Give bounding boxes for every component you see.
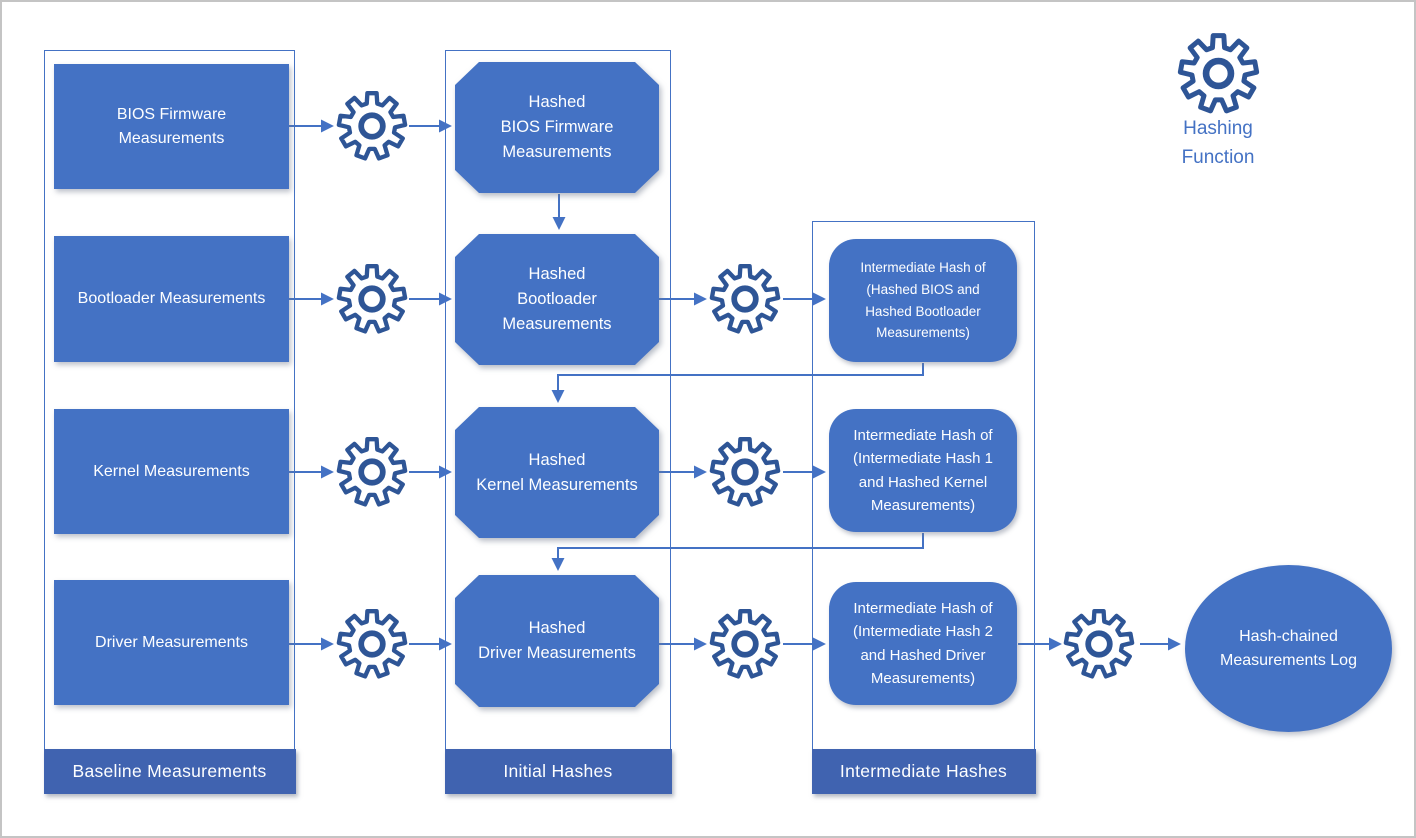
hashed-bios-firmware-label: Hashed BIOS Firmware Measurements <box>455 62 659 193</box>
hashing-function-gear-icon <box>709 437 781 507</box>
baseline-group-title: Baseline Measurements <box>43 748 296 794</box>
hashed-driver-label: Hashed Driver Measurements <box>455 575 659 707</box>
hashing-function-gear-icon <box>336 609 408 679</box>
hashed-bios-firmware-octagon: Hashed BIOS Firmware Measurements <box>455 62 659 193</box>
hashed-kernel-octagon: Hashed Kernel Measurements <box>455 407 659 538</box>
driver-measurements-box: Driver Measurements <box>54 580 289 705</box>
initial-hashes-group-title: Initial Hashes <box>444 748 672 794</box>
hashed-bootloader-label: Hashed Bootloader Measurements <box>455 234 659 365</box>
hashing-function-gear-icon <box>1063 609 1135 679</box>
hashed-bootloader-octagon: Hashed Bootloader Measurements <box>455 234 659 365</box>
intermediate-hash-1-box: Intermediate Hash of (Hashed BIOS and Ha… <box>829 239 1017 362</box>
initial-hashes-group: Initial Hashes <box>444 50 672 794</box>
hash-chained-measurements-log-ellipse: Hash-chained Measurements Log <box>1185 565 1392 732</box>
intermediate-hash-2-box: Intermediate Hash of (Intermediate Hash … <box>829 409 1017 532</box>
hashing-function-gear-icon <box>336 91 408 161</box>
bootloader-measurements-box: Bootloader Measurements <box>54 236 289 362</box>
legend-label: Hashing Function <box>1181 118 1255 168</box>
hashing-function-gear-icon <box>709 609 781 679</box>
hashing-function-gear-icon <box>709 264 781 334</box>
bios-firmware-measurements-box: BIOS Firmware Measurements <box>54 64 289 189</box>
kernel-measurements-box: Kernel Measurements <box>54 409 289 534</box>
baseline-measurements-group: Baseline Measurements <box>43 50 296 794</box>
intermediate-hashes-group-title: Intermediate Hashes <box>811 748 1036 794</box>
hashed-kernel-label: Hashed Kernel Measurements <box>455 407 659 538</box>
hashing-function-gear-icon <box>336 437 408 507</box>
intermediate-hash-3-box: Intermediate Hash of (Intermediate Hash … <box>829 582 1017 705</box>
intermediate-hashes-group: Intermediate Hashes <box>811 221 1036 794</box>
hashed-driver-octagon: Hashed Driver Measurements <box>455 575 659 707</box>
hashing-function-gear-icon <box>336 264 408 334</box>
legend-gear-icon <box>1177 33 1260 114</box>
